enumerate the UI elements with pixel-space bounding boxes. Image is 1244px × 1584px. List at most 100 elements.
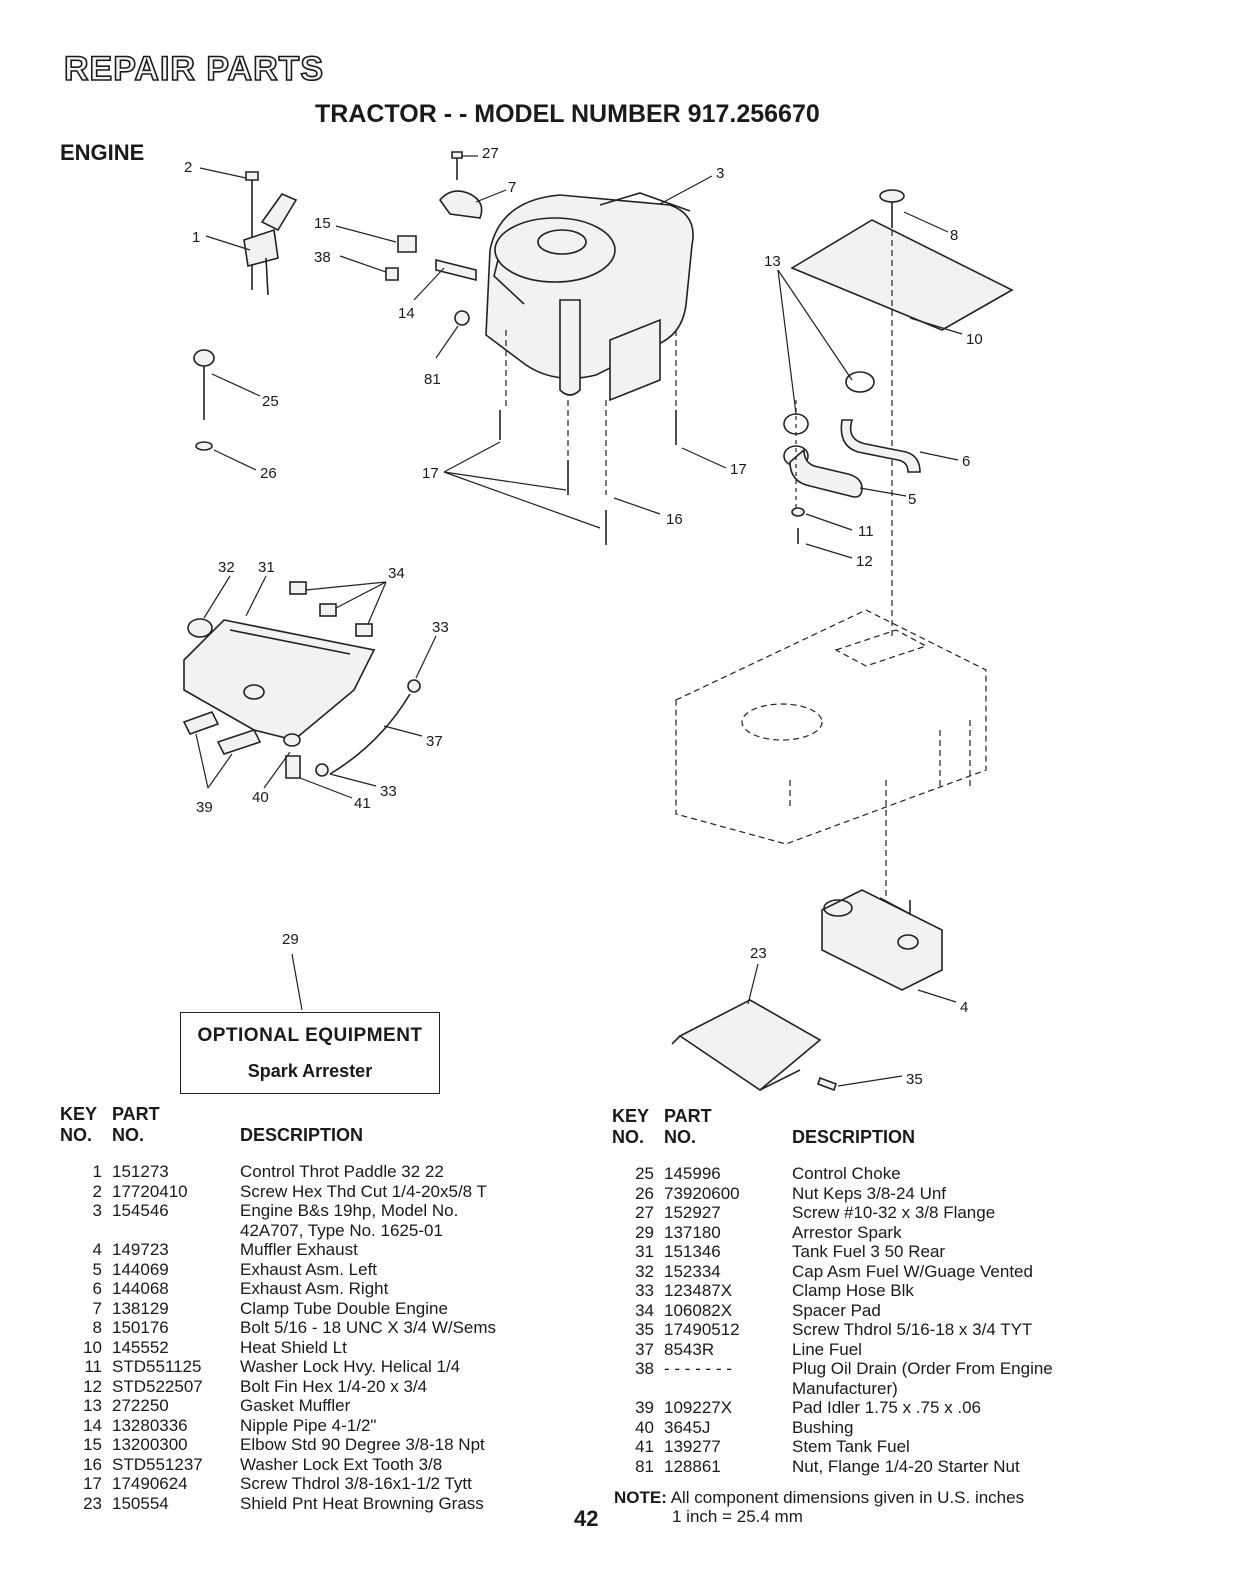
- part-no-cell: 13200300: [112, 1435, 188, 1454]
- part-no-cell: 151346: [664, 1242, 721, 1261]
- part-no-cell: 151273: [112, 1162, 169, 1181]
- page-number: 42: [574, 1506, 599, 1531]
- key-no-cell: 4: [92, 1240, 102, 1259]
- key-no-cell: 35: [635, 1320, 654, 1339]
- description-cell: Clamp Hose Blk: [792, 1281, 914, 1300]
- muffler-drawing: [821, 889, 943, 991]
- callout-23: 23: [750, 945, 767, 962]
- key-no-cell: 14: [83, 1415, 102, 1435]
- part-no-cell: 138129: [112, 1298, 169, 1318]
- key-no-cell: 39: [635, 1398, 654, 1417]
- description-cell: Clamp Tube Double Engine: [240, 1298, 448, 1318]
- throttle-control-drawing: [243, 171, 298, 296]
- description-cell: Bolt 5/16 - 18 UNC X 3/4 W/Sems: [240, 1318, 497, 1337]
- description-cell: Gasket Muffler: [240, 1396, 351, 1415]
- callout-5: 5: [908, 491, 916, 508]
- callout-32: 32: [218, 559, 235, 576]
- callout-38: 38: [314, 249, 331, 266]
- part-no-cell: 73920600: [664, 1183, 740, 1203]
- description-cell: Pad Idler 1.75 x .75 x .06: [792, 1398, 982, 1417]
- part-no-cell: STD551125: [112, 1357, 202, 1376]
- table-row: 10 145552 Heat Shield Lt: [60, 1338, 600, 1358]
- key-no-cell: 26: [635, 1183, 654, 1203]
- description-cell: Screw Thdrol 5/16-18 x 3/4 TYT: [792, 1320, 1033, 1339]
- key-no-cell: 31: [635, 1242, 654, 1261]
- optional-equipment-title: OPTIONAL EQUIPMENT: [197, 1025, 423, 1046]
- part-no-cell: 145996: [664, 1164, 721, 1183]
- part-no-cell: 149723: [112, 1240, 169, 1259]
- description-cell: 42A707, Type No. 1625-01: [240, 1220, 443, 1240]
- part-no-cell: 106082X: [664, 1300, 733, 1320]
- callout-29: 29: [282, 931, 299, 948]
- note-label: NOTE:: [614, 1488, 667, 1507]
- part-no-cell: 128861: [664, 1456, 721, 1476]
- key-no-cell: 7: [92, 1298, 102, 1318]
- table-row: 8 150176 Bolt 5/16 - 18 UNC X 3/4 W/Sems: [60, 1318, 600, 1338]
- description-cell: Screw #10-32 x 3/8 Flange: [792, 1203, 996, 1222]
- description-cell: Tank Fuel 3 50 Rear: [792, 1242, 946, 1261]
- description-cell: Nut, Flange 1/4-20 Starter Nut: [792, 1456, 1020, 1476]
- callout-41: 41: [354, 795, 371, 812]
- part-no-cell: 123487X: [664, 1281, 733, 1300]
- description-cell: Elbow Std 90 Degree 3/8-18 Npt: [240, 1435, 485, 1454]
- description-cell: Muffler Exhaust: [240, 1240, 358, 1259]
- part-no-cell: 150554: [112, 1493, 169, 1513]
- part-no-cell: 272250: [112, 1396, 169, 1415]
- description-cell: Nipple Pipe 4-1/2": [240, 1415, 377, 1435]
- callout-labels: 2 1 27 7 3 15 38 14 8 81 10 13 25 26 17 …: [184, 145, 983, 1088]
- description-cell: Exhaust Asm. Right: [240, 1279, 389, 1298]
- key-no-cell: 34: [635, 1300, 654, 1320]
- optional-equipment-item: Spark Arrester: [247, 1061, 373, 1081]
- part-no-cell: 17490624: [112, 1474, 188, 1493]
- description-cell: Washer Lock Ext Tooth 3/8: [240, 1454, 443, 1474]
- part-no-cell: [112, 1221, 240, 1241]
- part-no-cell: 145552: [112, 1337, 169, 1357]
- callout-33b: 33: [380, 783, 397, 800]
- optional-equipment-box: OPTIONAL EQUIPMENT Spark Arrester: [180, 1012, 440, 1094]
- model-subtitle: TRACTOR - - MODEL NUMBER 917.256670: [315, 100, 820, 128]
- key-no-cell: 8: [92, 1318, 102, 1337]
- part-no-cell: 154546: [112, 1201, 169, 1220]
- part-no-cell: 137180: [664, 1222, 721, 1242]
- engine-drawing: [485, 192, 694, 402]
- description-cell: Cap Asm Fuel W/Guage Vented: [792, 1261, 1033, 1281]
- key-no-cell: 10: [83, 1337, 102, 1357]
- key-no-cell: 40: [635, 1417, 654, 1437]
- fuel-line-drawing: [283, 679, 421, 779]
- key-no-cell: 27: [635, 1203, 654, 1222]
- part-no-cell: [664, 1379, 792, 1399]
- section-heading: ENGINE: [60, 140, 145, 165]
- key-no-cell: [612, 1379, 664, 1399]
- part-no-cell: 13280336: [112, 1415, 188, 1435]
- callout-4: 4: [960, 999, 968, 1016]
- callout-31: 31: [258, 559, 275, 576]
- callout-37: 37: [426, 733, 443, 750]
- note-line-1: All component dimensions given in U.S. i…: [670, 1488, 1025, 1507]
- callout-40: 40: [252, 789, 269, 806]
- callout-12: 12: [856, 553, 873, 570]
- description-cell: Manufacturer): [792, 1378, 898, 1398]
- part-no-cell: 150176: [112, 1318, 169, 1337]
- description-cell: Bolt Fin Hex 1/4-20 x 3/4: [240, 1376, 428, 1396]
- part-no-cell: 3645J: [664, 1417, 711, 1437]
- header-description: DESCRIPTION: [792, 1127, 916, 1147]
- description-cell: Washer Lock Hvy. Helical 1/4: [240, 1357, 461, 1376]
- callout-13: 13: [764, 253, 781, 270]
- mount-screws-drawing: [499, 330, 677, 545]
- description-cell: Heat Shield Lt: [240, 1337, 347, 1357]
- choke-control-drawing: [193, 349, 215, 451]
- callout-8: 8: [950, 227, 958, 244]
- note-line-2: 1 inch = 25.4 mm: [672, 1507, 803, 1526]
- callout-3: 3: [716, 165, 724, 182]
- description-cell: Screw Thdrol 3/8-16x1-1/2 Tytt: [240, 1474, 472, 1493]
